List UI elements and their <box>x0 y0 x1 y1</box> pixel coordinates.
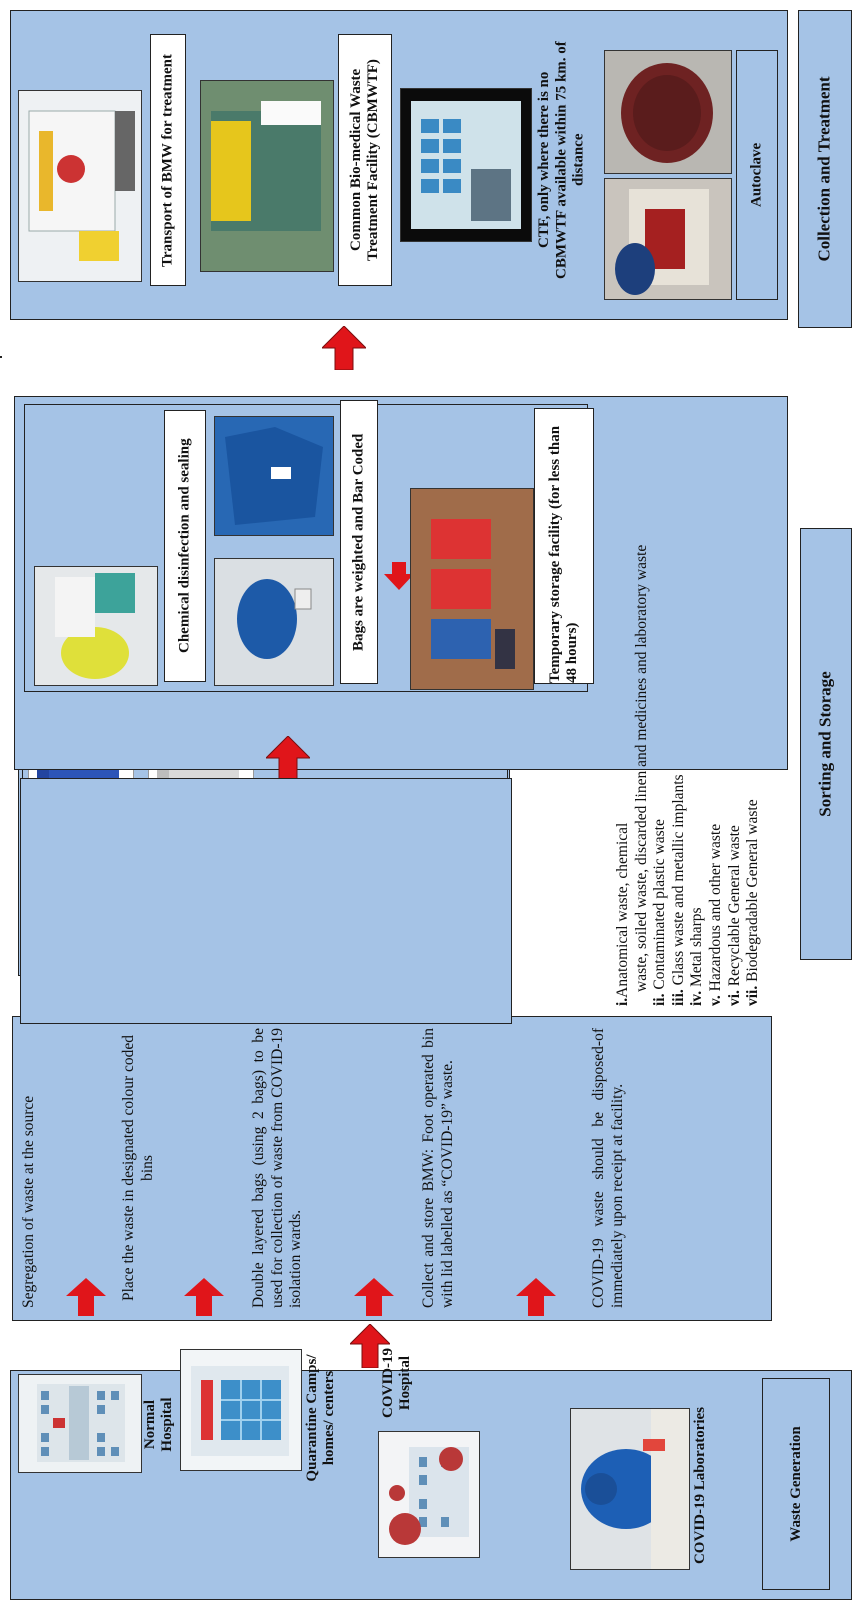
legend-line-7: vi. Recyclable General waste <box>726 406 745 1006</box>
legend-num-8: vii. <box>744 985 762 1006</box>
transport-label: Transport of BMW for treatment <box>150 34 186 286</box>
stage-label-sorting: Sorting and Storage <box>800 528 852 960</box>
flow-arrow-bins-to-storage-vertical <box>266 736 310 780</box>
stage-label-collection-text: Collection and Treatment <box>815 76 835 262</box>
legend-line-5: iv. Metal sharps <box>688 406 707 1006</box>
ctf-label: CTF, only where there is no CBMWTF avail… <box>536 41 587 279</box>
legend-text-4: Glass waste and metallic implants <box>669 774 687 990</box>
flow-arrow-bagging-to-storage <box>384 562 414 590</box>
legend-num-6: v. <box>706 995 724 1006</box>
flow-arrow-step-4 <box>516 1278 556 1316</box>
legend-num-4: iii. <box>669 989 687 1006</box>
legend-line-4: iii. Glass waste and metallic implants <box>670 406 689 1006</box>
temporary-storage-image <box>410 488 534 690</box>
legend-text-2: waste, soiled waste, discarded linen and… <box>632 544 650 992</box>
temporary-storage-label: Temporary storage facility (for less tha… <box>534 408 594 684</box>
flow-arrow-generation-to-steps <box>350 1324 390 1368</box>
cbmwtf-building-image <box>200 80 334 272</box>
legend-num-5: iv. <box>688 990 706 1006</box>
legend-num-3: ii. <box>651 993 669 1007</box>
normal-hospital-image <box>18 1374 142 1473</box>
quarantine-center-image <box>180 1349 302 1471</box>
legend-num-1: i. <box>614 997 631 1006</box>
legend-line-3: ii. Contaminated plastic waste <box>651 406 670 1006</box>
autoclave-label: Autoclave <box>736 50 778 300</box>
disinfection-label: Chemical disinfection and sealing <box>164 410 206 682</box>
flow-arrow-step-3 <box>354 1278 394 1316</box>
legend-line-2: waste, soiled waste, discarded linen and… <box>633 406 652 1006</box>
legend-text-6: Hazardous and other waste <box>706 823 724 996</box>
stage-label-sorting-text: Sorting and Storage <box>816 671 835 817</box>
flow-arrow-step-1 <box>66 1278 106 1316</box>
flow-arrow-step-2 <box>184 1278 224 1316</box>
legend-text-3: Contaminated plastic waste <box>651 819 669 994</box>
covid-hospital-image <box>378 1431 480 1558</box>
legend-num-7: vi. <box>725 990 743 1006</box>
legend-text-5: Metal sharps <box>688 907 706 991</box>
cbmwtf-label: Common Bio-medical Waste Treatment Facil… <box>338 34 392 286</box>
legend-text-8: Biodegradable General waste <box>744 799 762 986</box>
covid-laboratory-image <box>570 1408 690 1570</box>
bar-coded-label: Bags are weighted and Bar Coded <box>340 400 378 684</box>
flow-arrow-storage-to-treatment <box>322 326 366 370</box>
stage-label-collection: Collection and Treatment <box>798 10 852 328</box>
legend-line-6: v. Hazardous and other waste <box>707 406 726 1006</box>
worker-disinfection-image <box>34 566 158 686</box>
bag-weighing-image <box>214 558 334 686</box>
legend-line-1: i.Anatomical waste, chemical <box>614 406 633 1006</box>
legend-text-7: Recyclable General waste <box>725 825 743 991</box>
transport-truck-image <box>18 90 142 282</box>
autoclave-image-1 <box>604 178 732 300</box>
bar-coded-bags-image <box>214 416 334 536</box>
legend-text-1: Anatomical waste, chemical <box>614 822 631 998</box>
bins-legend-rotated: i.Anatomical waste, chemical waste, soil… <box>614 406 804 1006</box>
autoclave-image-2 <box>604 50 732 174</box>
legend-line-8: vii. Biodegradable General waste <box>744 406 763 1006</box>
ctf-building-image <box>400 88 532 242</box>
bins-inner-box <box>20 778 512 1024</box>
